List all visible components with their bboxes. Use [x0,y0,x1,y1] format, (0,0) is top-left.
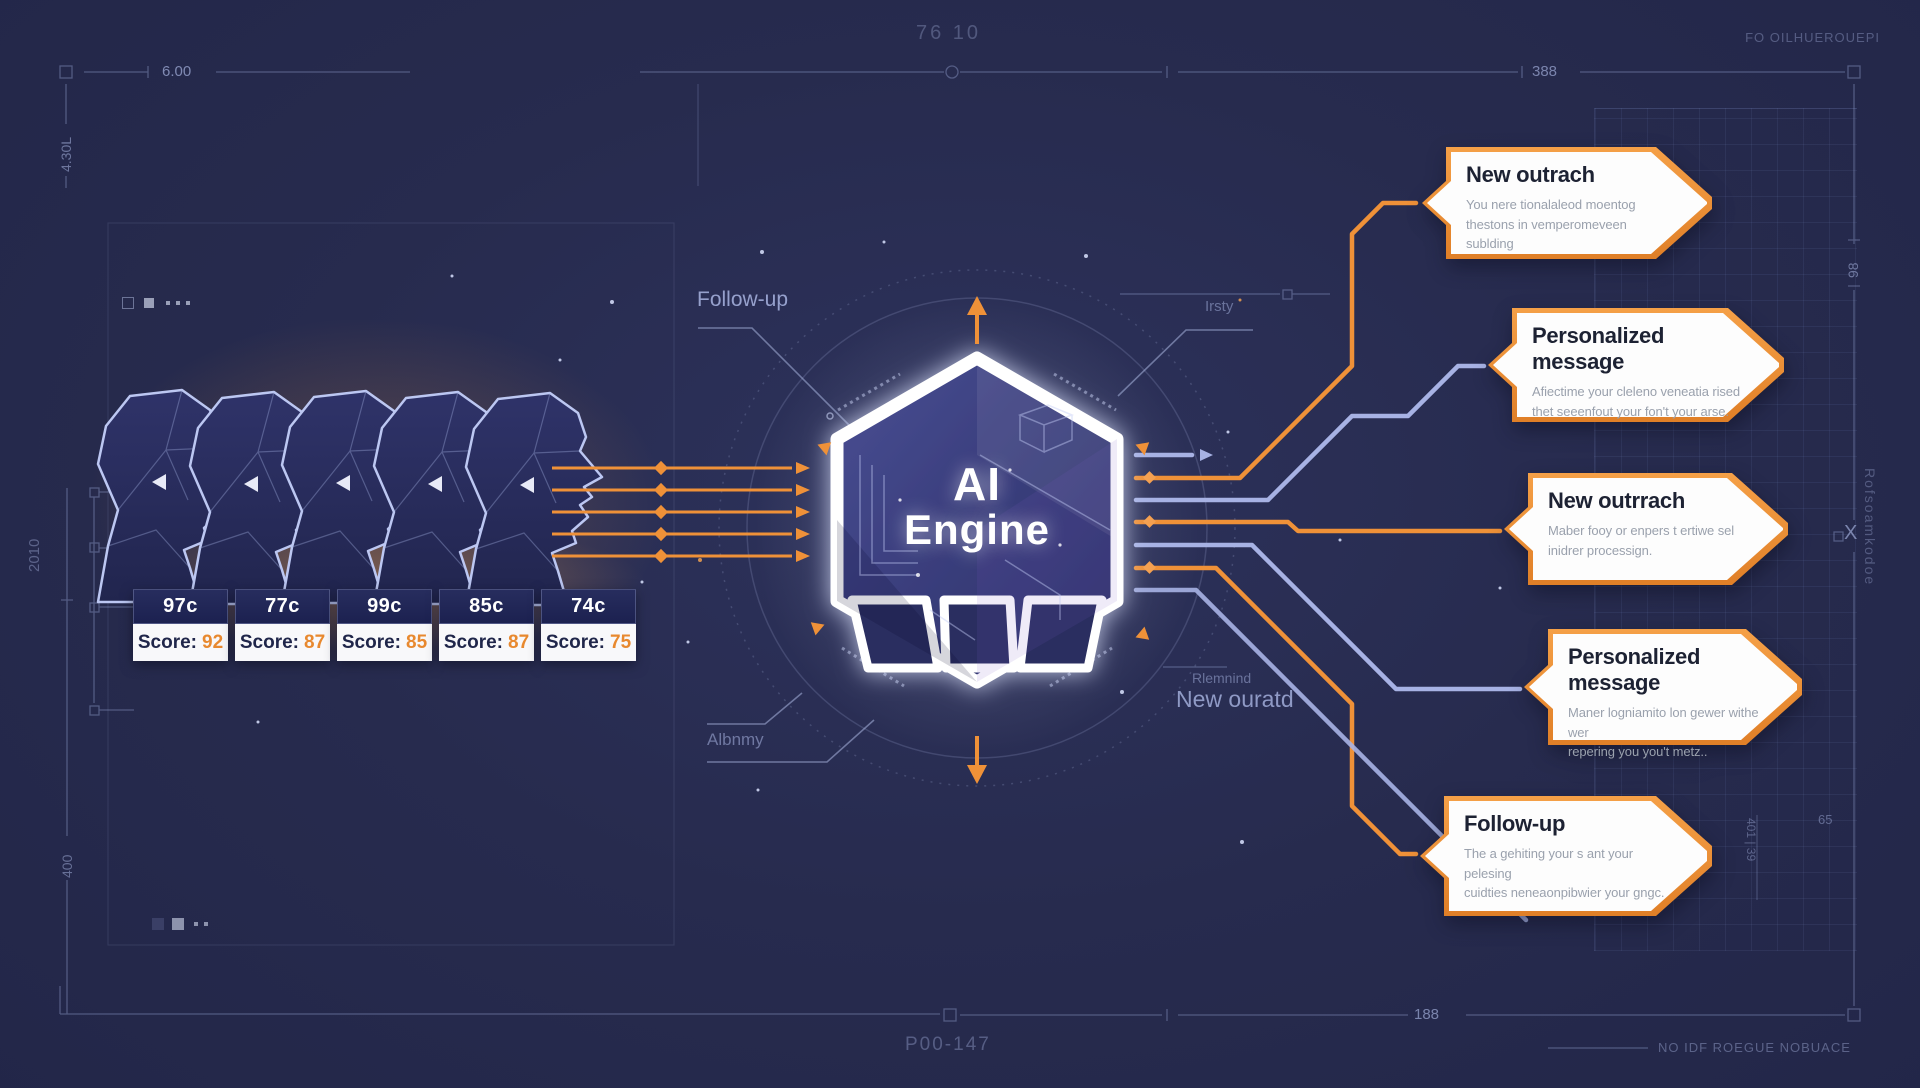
score-badge: 85c Score: 87 [439,589,534,661]
dim-top-center: 76 10 [916,22,982,44]
callout-new-ouratd: New ouratd [1176,686,1294,712]
orbit-dot-ring [826,412,834,420]
score-label: Score: [137,631,197,653]
prospect-tag: 74c [541,589,636,624]
score-badge: 74c Score: 75 [541,589,636,661]
output-card-new-outreach-1: New outrach You nere tionalaleod moentog… [1420,147,1712,259]
hexagon-feet [847,595,1107,673]
label-bottom-right-code: NO IDF ROEGUE NOBUACE [1658,1040,1851,1055]
output-connectors [1133,200,1529,923]
callout-riemnind: Rlemnind [1192,670,1252,686]
card-title: New outrach [1466,162,1595,187]
callout-lines [698,327,1253,763]
card-subtitle-line1: Maner logniamito lon gewer withe wer [1568,705,1759,740]
sparkle-dots [256,240,1502,844]
label-top-right-code: FO OILHUEROUEPI [1745,30,1880,45]
card-subtitle-line2: cuidties neneaonpibwier your gngc. [1464,885,1665,900]
score-label: Score: [341,631,401,653]
prospect-tag: 77c [235,589,330,624]
dim-right-bottom-vertical: 401 | 39 [1744,818,1758,862]
score-value: 87 [304,631,326,653]
dim-left-top-vertical: 4.30L [58,136,74,172]
label-right-vertical: Rofsoamkodoe [1862,468,1878,587]
dim-top-left: 6.00 [162,63,192,80]
callout-irsty: Irsty [1205,298,1234,315]
score-badge: 97c Score: 92 [133,589,228,661]
card-subtitle-line1: Afiectime your cleleno veneatia rised [1532,384,1741,399]
dim-top-right: 388 [1532,63,1558,80]
blueprint-frame [59,65,1861,1049]
card-subtitle-line2: thestons in vemperomeveen sublding [1466,216,1627,252]
card-subtitle-line2: thet seeenfout your fon't your arse. [1532,403,1729,419]
output-card-follow-up: Follow-up The a gehiting your s ant your… [1418,796,1712,916]
card-subtitle-line1: Maber fooy or enpers t ertiwe sel [1548,523,1735,538]
score-value: 92 [202,631,224,653]
score-value: 85 [406,631,428,653]
score-badge: 77c Score: 87 [235,589,330,661]
score-value: 75 [610,631,632,653]
card-title: Follow-up [1464,811,1566,836]
dim-left-bottom-vertical: 400 [59,854,75,878]
card-subtitle-line1: The a gehiting your s ant your pelesing [1464,846,1633,881]
dim-bottom-right: 188 [1414,1006,1440,1023]
ai-engine-hexagon [830,351,1124,689]
dim-right-65: 65 [1818,812,1833,827]
output-card-personalized-2: Personalized message Maner logniamito lo… [1522,629,1802,759]
label-bottom-center-code: P00-147 [905,1034,991,1055]
hexagon-circuitry [837,358,1117,682]
ai-engine-line1: AI [953,458,1001,510]
card-subtitle-line2: inidrer processign. [1548,542,1653,558]
callout-follow-up: Follow-up [697,288,789,311]
output-card-new-outreach-2: New outrrach Maber fooy or enpers t erti… [1502,473,1788,585]
card-title: New outrrach [1548,488,1685,513]
prospect-tag: 97c [133,589,228,624]
card-subtitle-line2: repering you you't metz.. [1568,744,1708,759]
score-label: Score: [545,631,605,653]
prospect-tag: 85c [439,589,534,624]
marker-right-x: X [1844,522,1858,544]
dim-right-98: 98 [1845,262,1861,278]
card-subtitle-line1: You nere tionalaleod moentog [1466,197,1636,212]
score-label: Score: [443,631,503,653]
dim-left-mid-vertical: 2010 [26,538,43,572]
card-title: Personalized message [1532,323,1665,374]
prospect-heads [96,388,604,607]
output-card-personalized-1: Personalized message Afiectime your clel… [1486,308,1784,422]
callout-albnmy: Albnmy [707,730,764,749]
score-value: 87 [508,631,530,653]
score-label: Score: [239,631,299,653]
card-title: Personalized message [1568,644,1701,695]
ai-engine-title: AI Engine [827,460,1127,552]
rotation-arrows [810,296,1150,784]
score-badge: 99c Score: 85 [337,589,432,661]
prospect-tag: 99c [337,589,432,624]
ai-engine-line2: Engine [903,506,1050,554]
